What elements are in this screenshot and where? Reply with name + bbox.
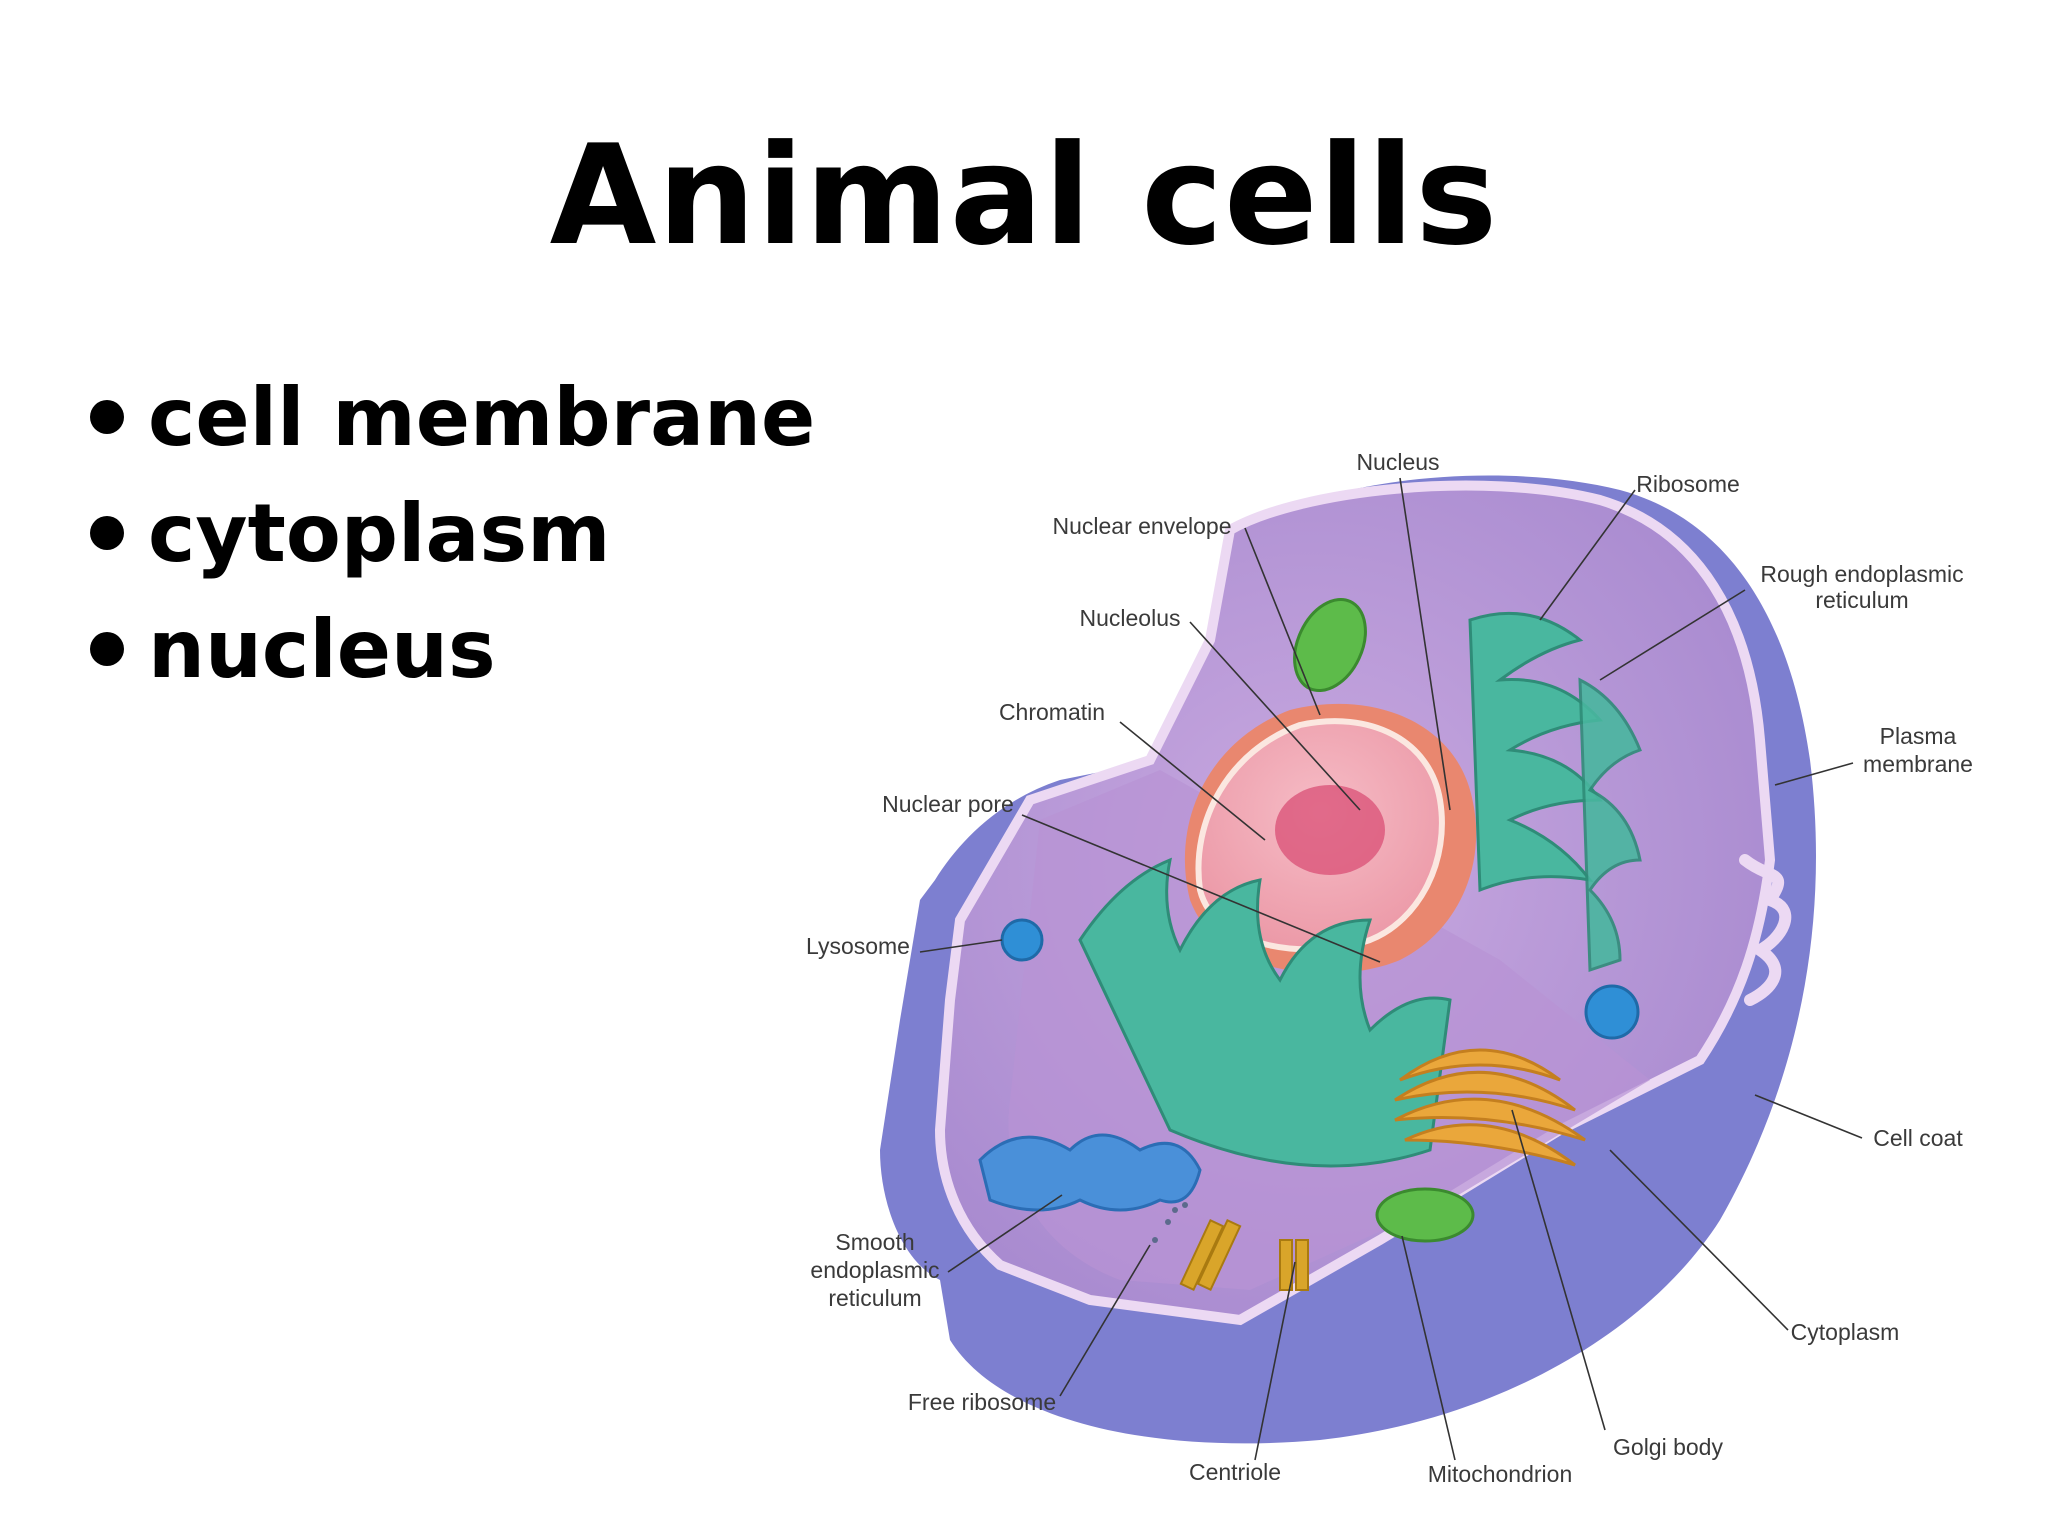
lysosome-left [1000,918,1044,962]
bullet-item: cell membrane [90,360,815,476]
centriole [1179,1218,1309,1292]
label-cell-coat: Cell coat [1873,1125,1963,1151]
label-rough-er-line2: reticulum [1815,587,1908,613]
label-plasma-membrane-line1: Plasma [1880,723,1957,749]
label-ribosome: Ribosome [1636,471,1740,497]
label-nucleolus: Nucleolus [1080,605,1181,631]
label-nuclear-envelope: Nuclear envelope [1052,513,1231,539]
rough-er-right [1468,611,1642,973]
label-rough-er-line1: Rough endoplasmic [1760,561,1963,587]
bullet-text: cell membrane [148,371,816,464]
bullet-item: nucleus [90,592,815,708]
bullet-item: cytoplasm [90,476,815,592]
label-nuclear-pore: Nuclear pore [882,791,1014,817]
lysosome-right [1584,984,1640,1040]
label-free-ribosome: Free ribosome [908,1389,1056,1415]
label-centriole: Centriole [1189,1459,1281,1485]
slide-title: Animal cells [549,115,1499,276]
label-chromatin: Chromatin [999,699,1105,725]
plasma-membrane-folds [1739,854,1792,1006]
label-smooth-er-line1: Smooth [835,1229,914,1255]
label-cytoplasm: Cytoplasm [1791,1319,1900,1345]
mitochondrion-lower [1375,1187,1475,1243]
label-smooth-er-line2: endoplasmic [810,1257,939,1283]
free-ribosomes [1152,1202,1188,1243]
label-lysosome: Lysosome [806,933,910,959]
bullet-list: cell membrane cytoplasm nucleus [90,360,815,708]
bullet-dot-icon [90,516,124,551]
rough-er-left [1078,857,1452,1168]
label-smooth-er-line3: reticulum [828,1285,921,1311]
bullet-text: nucleus [148,603,496,696]
label-mitochondrion: Mitochondrion [1428,1461,1572,1487]
nucleolus [1275,785,1385,875]
label-golgi-body: Golgi body [1613,1434,1723,1460]
leader-lines [919,477,1863,1461]
smooth-er [978,1133,1202,1212]
golgi-body [1394,1048,1586,1167]
bullet-dot-icon [90,632,124,667]
bullet-text: cytoplasm [148,487,611,580]
bullet-dot-icon [90,400,124,435]
label-nucleus: Nucleus [1356,449,1439,475]
label-plasma-membrane-line2: membrane [1863,751,1973,777]
